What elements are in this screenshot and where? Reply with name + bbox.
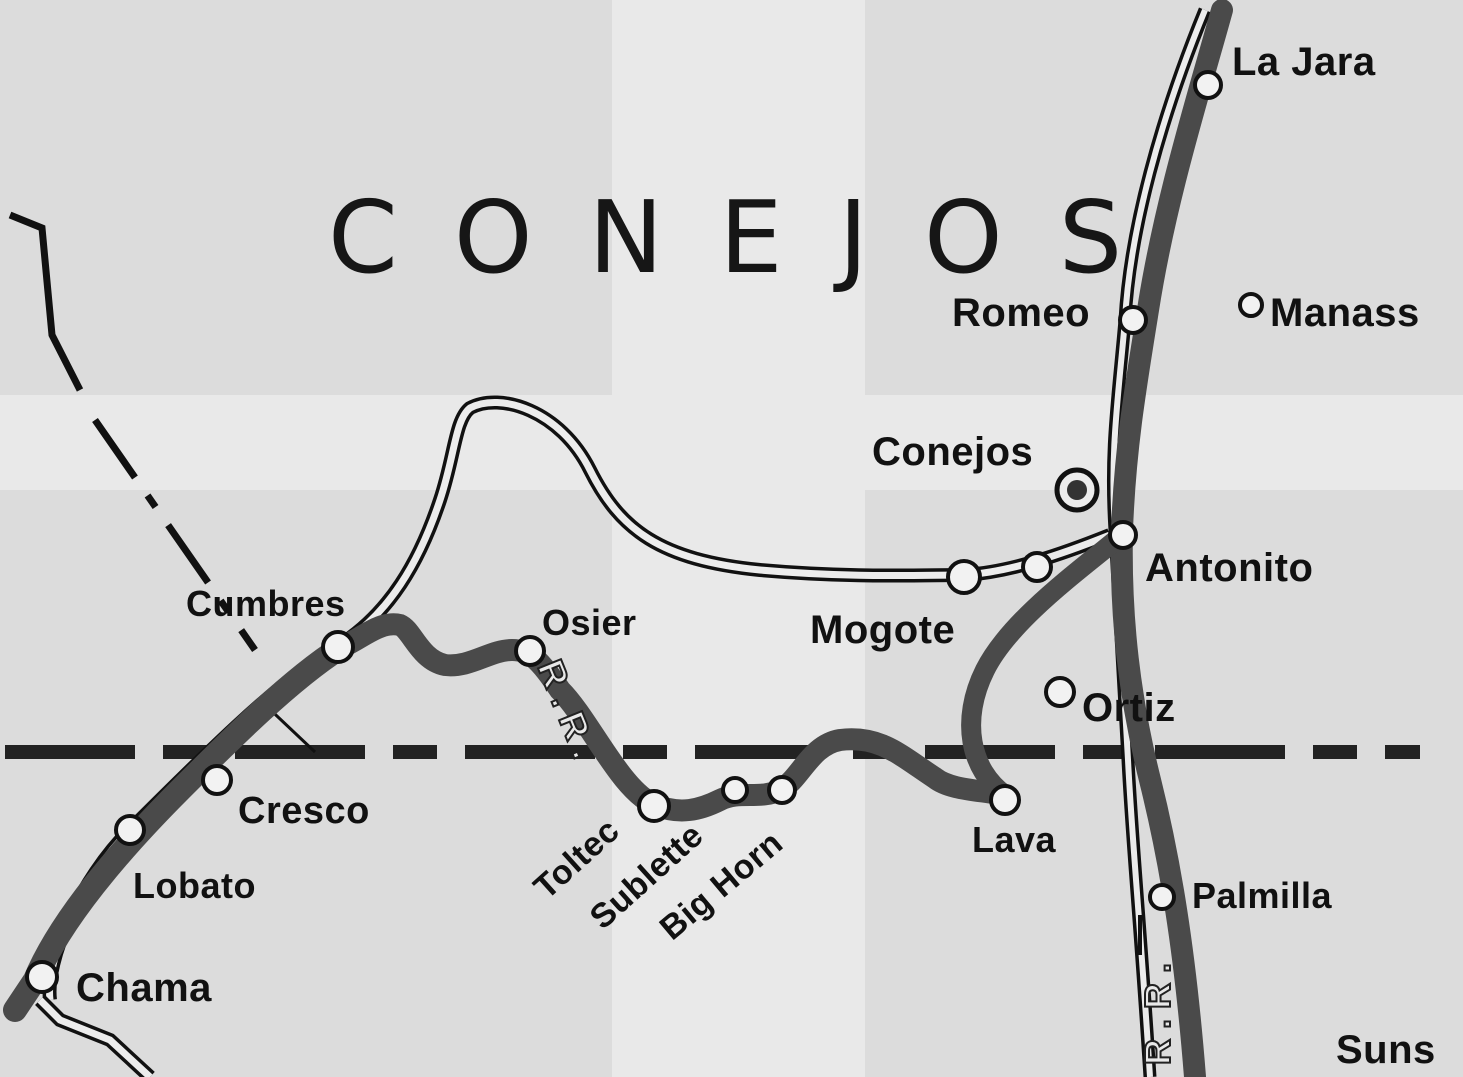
town-manassa [1238,292,1264,318]
map-background-block [0,490,612,1077]
station-palmilla [1148,883,1176,911]
town-label-ortiz: Ortiz [1082,686,1176,730]
county-boundary [8,211,84,392]
county-seat-marker-dot [1067,480,1087,500]
town-label-sunshine: Suns [1336,1028,1436,1072]
station-toltec [637,789,671,823]
county-boundary-dashed [92,418,258,652]
town-label-lava: Lava [972,819,1057,860]
station-cumbres [321,630,355,664]
station-lava [989,784,1021,816]
town-label-conejos: Conejos [872,430,1034,474]
town-label-lobato: Lobato [133,865,256,906]
rio-grande-rr-label: R.R. [1136,952,1179,1066]
station-cresco [201,764,233,796]
town-label-mogote: Mogote [810,608,956,652]
town-label-cresco: Cresco [238,790,370,832]
station-mogote-a [1021,551,1053,583]
station-antonito [1108,520,1138,550]
station-chama [25,960,59,994]
station-sublette [721,776,749,804]
station-la-jara [1193,70,1223,100]
town-label-cumbres: Cumbres [186,583,346,624]
town-label-manassa: Manass [1270,291,1420,335]
station-romeo [1118,305,1148,335]
town-label-chama: Chama [76,966,212,1010]
town-label-antonito: Antonito [1145,546,1314,590]
station-osier [514,635,546,667]
town-label-la-jara: La Jara [1232,40,1376,84]
station-lobato [114,814,146,846]
map-background-block [0,0,612,395]
station-markers [25,70,1264,994]
town-label-osier: Osier [542,602,637,643]
town-ortiz [1044,676,1076,708]
station-mogote-b [946,559,982,595]
station-big-horn [767,775,797,805]
town-label-palmilla: Palmilla [1192,875,1333,916]
county-label: CONEJOS [328,179,1179,296]
town-label-romeo: Romeo [952,291,1091,335]
